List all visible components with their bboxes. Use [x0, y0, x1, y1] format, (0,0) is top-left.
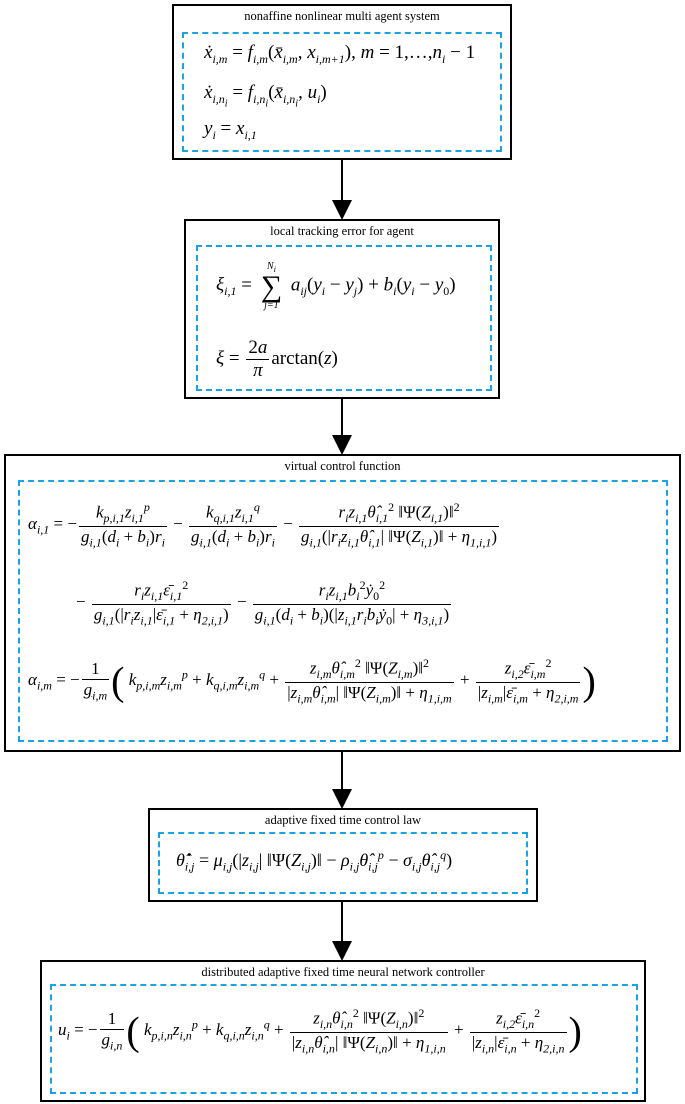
system-model-dash-frame	[182, 32, 502, 152]
virtual-control-dash-frame	[18, 480, 668, 742]
tracking-error-equation: ξi,1 = Ni∑j=1 aij(yi − yj) + bi(yi − y0)	[216, 261, 456, 311]
system-equation-3: yi = xi,1	[204, 118, 257, 142]
tracking-error-title: local tracking error for agent	[270, 224, 414, 238]
system-equation-2: ẋi,ni = fi,ni(x̄i,ni, ui)	[204, 82, 327, 110]
controller-box: distributed adaptive fixed time neural n…	[40, 960, 646, 1102]
system-equation-1: ẋi,m = fi,m(x̄i,m, xi,m+1), m = 1,…,ni −…	[204, 42, 476, 66]
virtual-control-title: virtual control function	[284, 459, 401, 473]
adaptive-law-box: adaptive fixed time control law θ̂̇i,j =…	[148, 808, 538, 902]
system-model-title: nonaffine nonlinear multi agent system	[244, 9, 440, 23]
controller-dash-frame	[50, 984, 638, 1094]
tracking-error-box: local tracking error for agent ξi,1 = Ni…	[184, 219, 500, 399]
virtual-control-box: virtual control function αi,1 = −kp,i,1z…	[4, 454, 681, 752]
adaptive-law-equation: θ̂̇i,j = μi,j(|zi,j| ‖Ψ(Zi,j)‖ − ρi,jθ̂i…	[176, 848, 453, 874]
tracking-error-dash-frame	[196, 245, 492, 391]
adaptive-law-dash-frame	[158, 832, 528, 894]
controller-title: distributed adaptive fixed time neural n…	[201, 965, 485, 979]
adaptive-law-title: adaptive fixed time control law	[264, 813, 422, 827]
system-model-box: nonaffine nonlinear multi agent system ẋ…	[172, 4, 512, 160]
